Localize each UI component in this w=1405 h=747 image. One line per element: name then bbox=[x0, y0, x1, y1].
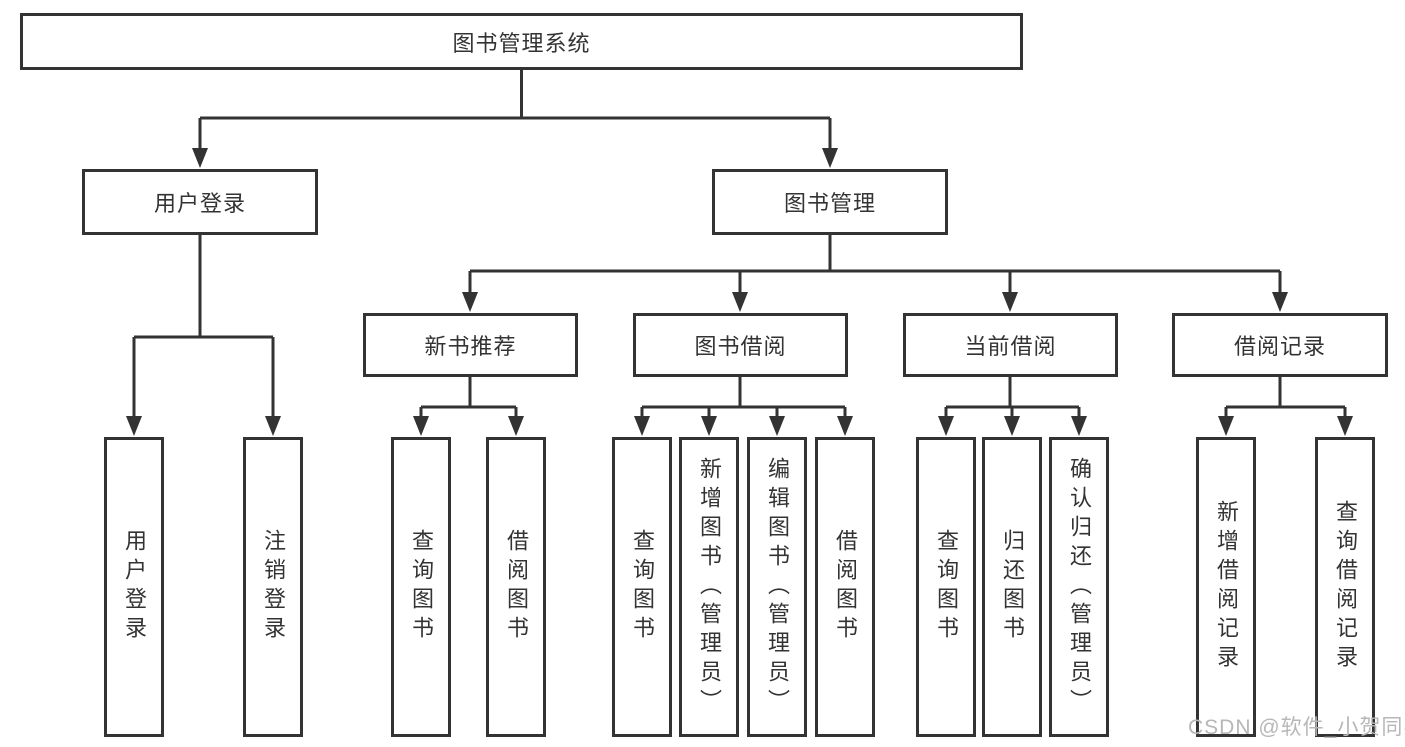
node-user-login: 用户登录 bbox=[82, 169, 318, 235]
leaf-borrow-books-recommend: 借阅图书 bbox=[486, 437, 546, 737]
leaf-query-borrow-record: 查询借阅记录 bbox=[1315, 437, 1375, 737]
leaf-return-book: 归还图书 bbox=[982, 437, 1042, 737]
arrowhead-icons bbox=[126, 148, 1353, 436]
watermark: CSDN @软件_小贺同学 bbox=[1188, 716, 1405, 739]
leaf-edit-book-admin: 编辑图书（管理员） bbox=[747, 437, 807, 737]
leaf-query-books-recommend: 查询图书 bbox=[391, 437, 451, 737]
leaf-confirm-return-admin: 确认归还（管理员） bbox=[1049, 437, 1109, 737]
leaf-query-books-borrow: 查询图书 bbox=[612, 437, 672, 737]
node-book-borrow: 图书借阅 bbox=[633, 313, 848, 377]
leaf-query-books-current: 查询图书 bbox=[916, 437, 976, 737]
node-current-borrow: 当前借阅 bbox=[903, 313, 1118, 377]
node-borrow-records: 借阅记录 bbox=[1172, 313, 1388, 377]
leaf-add-book-admin: 新增图书（管理员） bbox=[679, 437, 739, 737]
node-library-management-system: 图书管理系统 bbox=[20, 13, 1023, 70]
node-new-book-recommend: 新书推荐 bbox=[363, 313, 578, 377]
leaf-borrow-books-borrow: 借阅图书 bbox=[815, 437, 875, 737]
node-book-management: 图书管理 bbox=[712, 169, 948, 235]
leaf-add-borrow-record: 新增借阅记录 bbox=[1196, 437, 1256, 737]
leaf-logout: 注销登录 bbox=[243, 437, 303, 737]
leaf-user-login: 用户登录 bbox=[104, 437, 164, 737]
